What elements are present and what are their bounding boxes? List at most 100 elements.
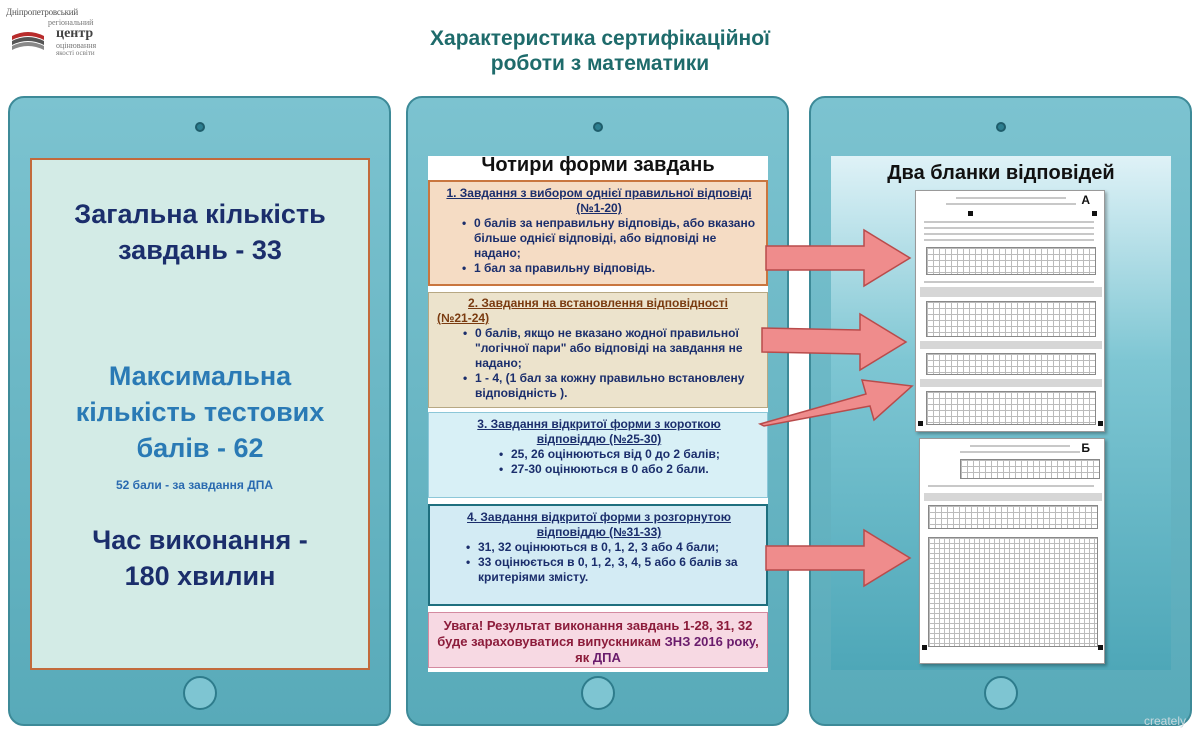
sheet-line [960, 451, 1080, 453]
sheet-marker [1098, 645, 1103, 650]
list-item: 0 балів за неправильну відповідь, або вк… [460, 216, 758, 261]
warning-school: ЗНЗ 2016 року [664, 634, 756, 649]
watermark: creately [1143, 714, 1186, 728]
list-item: 33 оцінюється в 0, 1, 2, 3, 4, 5 або 6 б… [464, 555, 758, 585]
arrow-to-sheet-a-3 [757, 379, 914, 427]
home-button[interactable] [983, 676, 1018, 710]
logo-line-5: якості освіти [56, 49, 95, 57]
sheet-grid [926, 353, 1096, 375]
sheet-grid [960, 459, 1100, 479]
sheet-grid [926, 391, 1096, 425]
duration-line-1: Час виконання - [92, 525, 308, 555]
task-card-1-title: 1. Завдання з вибором однієї правильної … [440, 186, 758, 216]
task-card-2: 2. Завдання на встановлення відповідност… [428, 292, 768, 408]
sheet-line [956, 197, 1066, 199]
logo-line-2: регіональний [48, 18, 94, 27]
task-card-1-title-line-1: 1. Завдання з вибором однієї правильної … [446, 186, 752, 200]
task-card-2-title-line-2: (№21-24) [437, 311, 490, 325]
answer-sheet-a-label: А [1081, 193, 1090, 207]
max-score: Максимальна кількість тестових балів - 6… [32, 358, 368, 466]
max-score-line-3: балів - 62 [136, 433, 264, 463]
page-title-line-1: Характеристика сертифікаційної [430, 27, 770, 50]
screen-summary: Загальна кількість завдань - 33 Максимал… [30, 158, 370, 670]
warning-dpa: ДПА [592, 650, 621, 665]
task-forms-title: Чотири форми завдань [481, 154, 715, 176]
answer-sheet-b-label: Б [1081, 441, 1090, 455]
sheet-line [924, 281, 1094, 283]
duration-line-2: 180 хвилин [124, 561, 276, 591]
tablet-2: Чотири форми завдань 1. Завдання з вибор… [406, 96, 789, 726]
logo-line-3: центр [56, 26, 94, 41]
max-score-line-1: Максимальна [108, 361, 292, 391]
logo: Дніпропетровський регіональний центр оці… [6, 4, 106, 58]
warning-mid: буде зараховуватися випускникам [437, 634, 665, 649]
list-item: 1 бал за правильну відповідь. [460, 261, 758, 276]
task-card-3: 3. Завдання відкритої форми з короткою в… [428, 412, 768, 498]
sheet-shaded-row [924, 493, 1102, 501]
total-tasks-line-2: завдань - 33 [118, 235, 282, 265]
sheet-grid [926, 247, 1096, 275]
tablet-1: Загальна кількість завдань - 33 Максимал… [8, 96, 391, 726]
duration: Час виконання - 180 хвилин [32, 522, 368, 594]
page-title: Характеристика сертифікаційної роботи з … [380, 26, 820, 76]
dpa-note: 52 бали - за завдання ДПА [116, 478, 274, 492]
sheet-line [924, 221, 1094, 223]
list-item: 31, 32 оцінюються в 0, 1, 2, 3 або 4 бал… [464, 540, 758, 555]
list-item: 0 балів, якщо не вказано жодної правильн… [461, 326, 759, 371]
screen-task-forms: Чотири форми завдань 1. Завдання з вибор… [428, 154, 768, 672]
list-item: 1 - 4, (1 бал за кожну правильно встанов… [461, 371, 759, 401]
sheet-line [924, 239, 1094, 241]
task-card-3-title-line-2: відповіддю (№25-30) [536, 432, 662, 446]
sheet-marker [968, 211, 973, 216]
total-tasks-line-1: Загальна кількість [74, 199, 326, 229]
sheet-marker [918, 421, 923, 426]
sheet-shaded-row [920, 341, 1102, 349]
camera-icon [194, 122, 205, 132]
warning-tasks: 1-28, 31, 32 [683, 618, 753, 633]
answer-sheet-b: Б [919, 438, 1105, 664]
task-card-2-title: 2. Завдання на встановлення відповідност… [437, 296, 759, 326]
task-card-4-list: 31, 32 оцінюються в 0, 1, 2, 3 або 4 бал… [464, 540, 758, 585]
sheet-line [924, 227, 1094, 229]
sheet-marker [1098, 421, 1103, 426]
sheet-line [924, 233, 1094, 235]
task-card-4-title-line-1: 4. Завдання відкритої форми з розгорнуто… [467, 510, 731, 524]
warning-box: Увага! Результат виконання завдань 1-28,… [428, 612, 768, 668]
list-item: 25, 26 оцінюються від 0 до 2 балів; [497, 447, 759, 462]
task-card-3-title-line-1: 3. Завдання відкритої форми з короткою [477, 417, 721, 431]
task-card-1: 1. Завдання з вибором однієї правильної … [428, 180, 768, 286]
sheet-shaded-row [920, 287, 1102, 297]
books-logo-icon [12, 32, 44, 50]
camera-icon [995, 122, 1006, 132]
task-card-3-list: 25, 26 оцінюються від 0 до 2 балів; 27-3… [497, 447, 759, 477]
answer-sheets-title: Два бланки відповідей [887, 162, 1115, 184]
tablet-3: Два бланки відповідей А Б [809, 96, 1192, 726]
arrow-to-sheet-a-1 [765, 228, 912, 288]
task-card-3-title: 3. Завдання відкритої форми з короткою в… [439, 417, 759, 447]
page-title-line-2: роботи з математики [490, 52, 710, 75]
logo-line-4: оцінювання [56, 41, 97, 50]
max-score-line-2: кількість тестових [75, 397, 325, 427]
sheet-line [928, 485, 1094, 487]
logo-line-1: Дніпропетровський [6, 7, 79, 17]
sheet-line [946, 203, 1076, 205]
task-card-1-list: 0 балів за неправильну відповідь, або вк… [460, 216, 758, 276]
warning-prefix: Увага! Результат виконання завдань [443, 618, 683, 633]
arrow-to-sheet-b [765, 528, 912, 588]
arrow-to-sheet-a-2 [761, 312, 908, 372]
home-button[interactable] [580, 676, 615, 710]
sheet-line [970, 445, 1070, 447]
sheet-shaded-row [920, 379, 1102, 387]
sheet-grid [928, 537, 1098, 647]
task-card-4: 4. Завдання відкритої форми з розгорнуто… [428, 504, 768, 606]
home-button[interactable] [182, 676, 217, 710]
sheet-grid [926, 301, 1096, 337]
task-card-1-title-line-2: (№1-20) [576, 201, 622, 215]
sheet-grid [928, 505, 1098, 529]
answer-sheet-a: А [915, 190, 1105, 432]
task-card-4-title-line-2: відповіддю (№31-33) [536, 525, 662, 539]
total-tasks: Загальна кількість завдань - 33 [32, 196, 368, 268]
list-item: 27-30 оцінюються в 0 або 2 бали. [497, 462, 759, 477]
camera-icon [592, 122, 603, 132]
sheet-marker [922, 645, 927, 650]
